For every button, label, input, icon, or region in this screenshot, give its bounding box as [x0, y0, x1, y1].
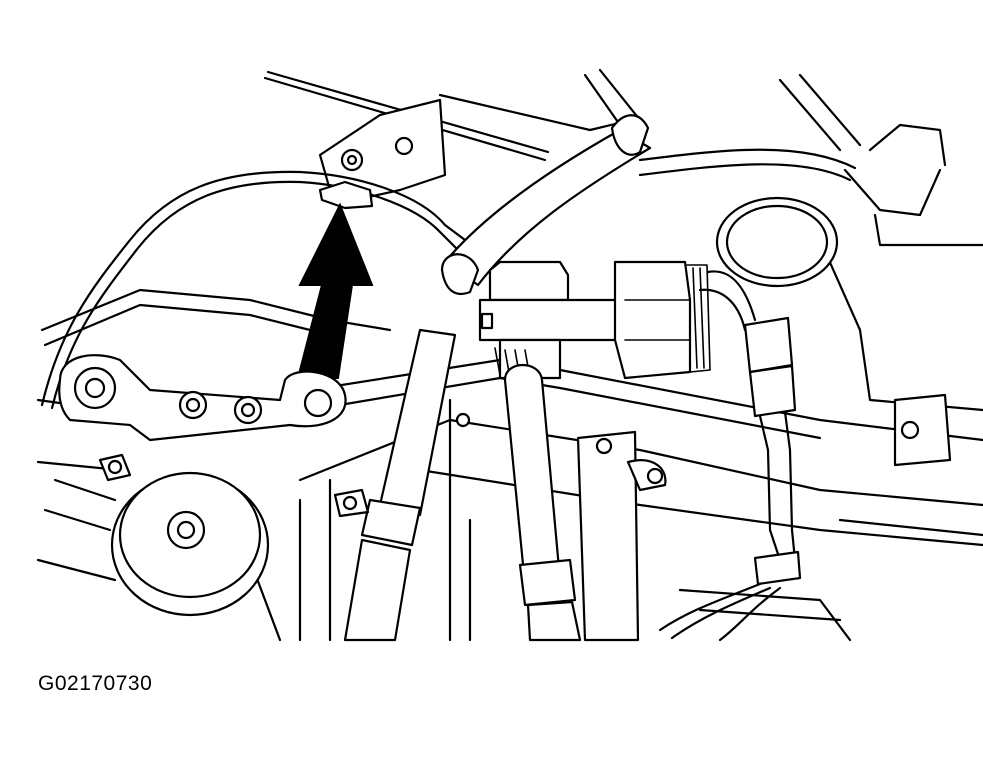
mount-bracket — [58, 354, 347, 442]
main-harness-hose — [343, 114, 652, 642]
ground-wire — [40, 170, 467, 410]
lower-hose — [503, 364, 582, 642]
grommet — [715, 196, 839, 288]
right-bracket — [893, 393, 952, 467]
pulley — [98, 412, 471, 617]
callout-arrow-icon — [296, 202, 374, 379]
upper-bracket — [318, 98, 447, 202]
electrical-connector — [478, 260, 711, 380]
branch-harness — [658, 270, 802, 642]
figure-id-label: G02170730 — [38, 672, 153, 695]
body-panel-lines — [36, 68, 983, 642]
support-strap — [576, 430, 667, 642]
